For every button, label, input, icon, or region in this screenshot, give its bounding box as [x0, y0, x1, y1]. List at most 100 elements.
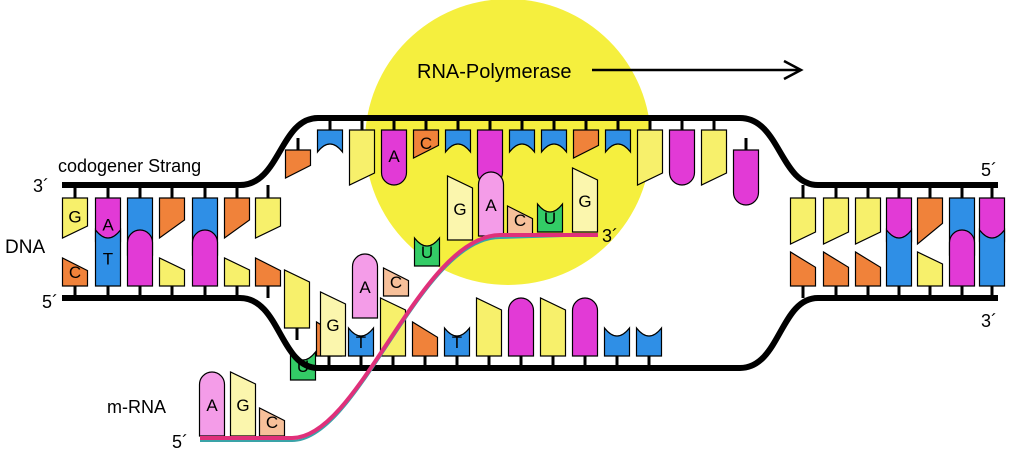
base-right-top-0	[789, 197, 817, 245]
base-bubble-bottom-7-shape	[507, 297, 535, 357]
base-mrna-12: G	[571, 167, 599, 233]
end-5-top-right: 5´	[981, 160, 997, 180]
base-bubble-top-14	[732, 149, 760, 206]
base-mrna-7: U	[413, 236, 441, 267]
base-left-bottom-4	[191, 229, 219, 287]
base-left-top-6-shape	[254, 197, 282, 239]
base-bubble-top-7-shape	[508, 129, 536, 154]
base-bubble-bottom-9-shape	[571, 297, 599, 357]
base-right-bottom-4	[916, 251, 944, 287]
base-left-bottom-0-shape	[61, 257, 89, 287]
base-left-bottom-2	[126, 229, 154, 287]
base-mrna-8: G	[446, 175, 474, 241]
base-mrna-1-letter: G	[236, 396, 249, 415]
base-bubble-top-2-shape	[348, 129, 376, 186]
base-left-top-0-letter: G	[68, 208, 81, 227]
base-mrna-9-letter: A	[485, 196, 497, 215]
base-right-bottom-6	[978, 228, 1006, 287]
base-right-top-2	[854, 197, 882, 245]
base-bubble-top-7	[508, 129, 536, 154]
base-left-bottom-5	[223, 257, 251, 287]
base-mrna-5-letter: A	[359, 278, 371, 297]
base-bubble-bottom-5-letter: T	[452, 333, 462, 352]
base-right-bottom-1-shape	[822, 250, 850, 287]
base-bubble-top-14-shape	[732, 149, 760, 206]
end-5-mrna: 5´	[172, 432, 188, 452]
base-bubble-top-2	[348, 129, 376, 186]
base-bubble-bottom-4-shape	[411, 320, 439, 357]
end-3-top-left: 3´	[33, 176, 49, 196]
base-mrna-8-shape	[446, 175, 474, 241]
base-mrna-11-letter: U	[544, 209, 556, 228]
base-right-bottom-0	[789, 250, 817, 287]
base-right-top-4	[916, 197, 944, 246]
base-bubble-top-1-shape	[316, 129, 344, 154]
base-bubble-top-13	[700, 129, 728, 186]
base-left-bottom-6	[254, 257, 282, 287]
end-5-bottom-left: 5´	[42, 292, 58, 312]
base-right-bottom-0-shape	[789, 250, 817, 287]
base-right-bottom-2-shape	[854, 250, 882, 287]
base-bubble-top-10-shape	[604, 129, 632, 154]
base-right-bottom-4-shape	[916, 251, 944, 287]
base-mrna-9-shape	[477, 171, 505, 237]
base-mrna-12-shape	[571, 167, 599, 233]
base-mrna-9: A	[477, 171, 505, 237]
base-left-bottom-6-shape	[254, 257, 282, 287]
base-mrna-6: C	[382, 267, 410, 297]
base-bubble-bottom-5-shape	[443, 326, 471, 357]
base-left-bottom-0-letter: C	[69, 263, 81, 282]
base-bubble-bottom-7	[507, 297, 535, 357]
base-mrna-7-letter: U	[421, 243, 433, 262]
base-mrna-6-shape	[382, 267, 410, 297]
base-bubble-bottom-5: T	[443, 326, 471, 357]
end-3-bottom-right: 3´	[981, 311, 997, 331]
base-left-top-3	[158, 197, 186, 240]
base-right-bottom-3-shape	[885, 228, 913, 287]
base-right-bottom-1	[822, 250, 850, 287]
coding-strand-label: codogener Strang	[58, 156, 201, 176]
base-right-top-1-shape	[822, 197, 850, 245]
base-left-bottom-4-shape	[191, 229, 219, 287]
base-mrna-0-letter: A	[206, 396, 218, 415]
base-mrna-2-letter: C	[266, 413, 278, 432]
base-left-bottom-1-letter: T	[103, 250, 113, 269]
base-right-top-4-shape	[916, 197, 944, 246]
dna-label: DNA	[5, 237, 45, 258]
base-bubble-bottom-11	[635, 326, 663, 357]
base-right-bottom-2	[854, 250, 882, 287]
end-3-mrna: 3´	[602, 226, 618, 246]
base-bubble-bottom-11-shape	[635, 326, 663, 357]
base-bubble-top-12-shape	[668, 129, 696, 186]
base-left-top-5	[223, 197, 251, 240]
base-bubble-bottom-0-shape	[283, 269, 311, 329]
base-bubble-top-12	[668, 129, 696, 186]
base-left-top-5-shape	[223, 197, 251, 240]
template-strand-backbone	[62, 295, 998, 371]
base-mrna-0-shape	[198, 371, 226, 437]
base-right-top-2-shape	[854, 197, 882, 245]
base-bubble-bottom-8-shape	[539, 297, 567, 357]
base-bubble-bottom-2-shape	[347, 326, 375, 357]
base-bubble-top-11-shape	[636, 129, 664, 186]
base-mrna-7-shape	[413, 236, 441, 267]
base-left-bottom-3	[158, 257, 186, 287]
base-bubble-top-10	[604, 129, 632, 154]
base-bubble-top-5-shape	[444, 129, 472, 154]
base-mrna-1: G	[229, 371, 257, 437]
base-bubble-top-8-shape	[540, 129, 568, 154]
base-left-bottom-5-shape	[223, 257, 251, 287]
base-bubble-top-9-shape	[572, 129, 600, 159]
base-right-bottom-5	[948, 229, 976, 287]
base-mrna-4-letter: G	[326, 316, 339, 335]
base-bubble-top-3-shape	[380, 129, 408, 186]
base-bubble-top-1	[316, 129, 344, 154]
base-bubble-top-9	[572, 129, 600, 159]
base-mrna-8-letter: G	[453, 200, 466, 219]
mrna-strand	[200, 233, 598, 440]
base-left-bottom-1: T	[94, 228, 122, 287]
base-bubble-top-11	[636, 129, 664, 186]
base-bubble-bottom-10	[603, 326, 631, 357]
base-left-top-1-letter: A	[102, 215, 114, 234]
base-mrna-12-letter: G	[578, 192, 591, 211]
